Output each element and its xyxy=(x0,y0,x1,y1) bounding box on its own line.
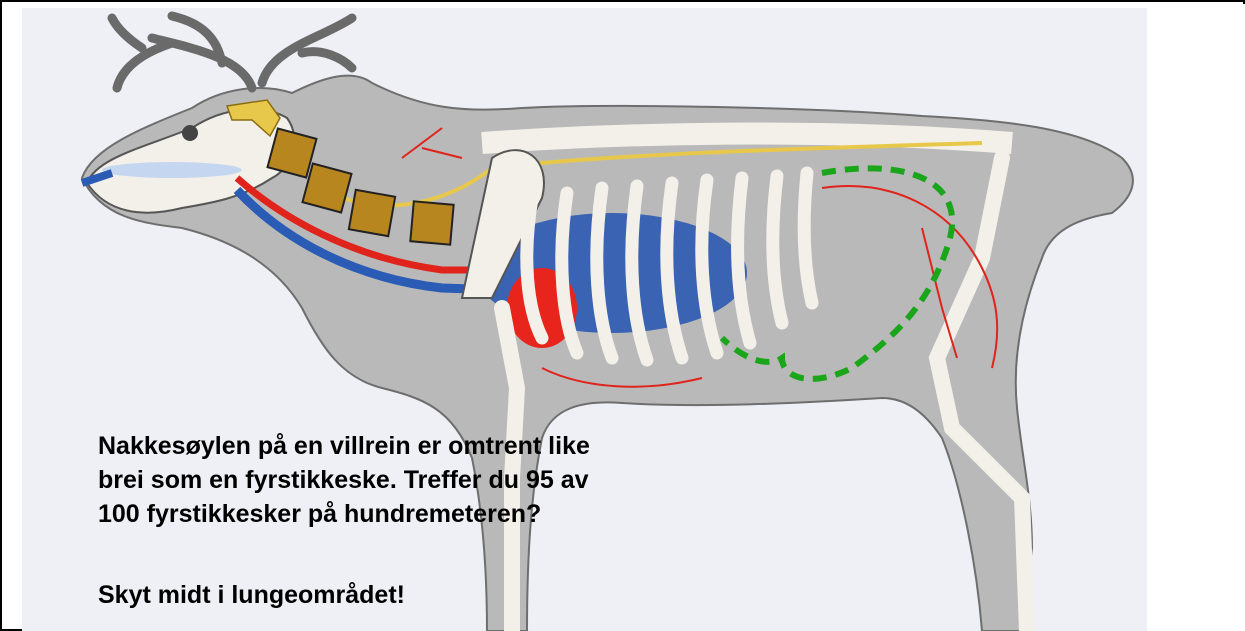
reindeer-anatomy-illustration xyxy=(22,8,1147,631)
reindeer-svg xyxy=(22,8,1147,631)
eye xyxy=(182,125,198,141)
call-to-action: Skyt midt i lungeområdet! xyxy=(98,578,405,612)
caption-line: brei som en fyrstikkeske. Treffer du 95 … xyxy=(98,463,590,497)
caption-line: 100 fyrstikkesker på hundremeteren? xyxy=(98,497,590,531)
right-margin xyxy=(1147,4,1245,631)
matchbox-icon xyxy=(410,201,453,244)
nose-vein xyxy=(102,162,242,178)
antler xyxy=(112,16,352,88)
caption-block: Nakkesøylen på en villrein er omtrent li… xyxy=(98,429,590,531)
spine xyxy=(482,134,1012,143)
caption-line: Nakkesøylen på en villrein er omtrent li… xyxy=(98,429,590,463)
matchbox-icon xyxy=(349,190,395,236)
